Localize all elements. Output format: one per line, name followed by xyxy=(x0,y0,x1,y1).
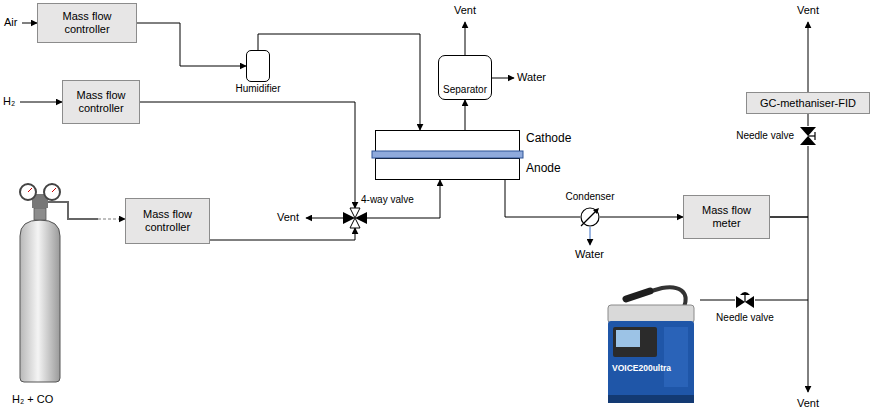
flow-label: Vent xyxy=(797,4,819,17)
node-text: Needle valve xyxy=(736,130,794,142)
fuel-cell-shape xyxy=(375,130,520,180)
needle-valve-symbol: Needle valve xyxy=(799,126,817,146)
sift-ms-instrument: VOICE200ultra xyxy=(588,283,700,408)
flow-label: Water xyxy=(517,71,546,84)
flow-connector xyxy=(700,300,735,301)
analyser-box: GC-methaniser-FID xyxy=(746,92,870,114)
flow-label: Water xyxy=(575,248,604,261)
needle-valve-shape xyxy=(735,291,755,309)
node-text: Mass flow controller xyxy=(67,89,135,114)
flow-connector xyxy=(210,228,355,240)
node-text: H₂ + CO xyxy=(12,393,53,406)
flow-connector xyxy=(808,114,809,126)
node-text: Cathode xyxy=(526,131,571,145)
flow-controller-box: Mass flow controller xyxy=(62,80,140,124)
node-text: Mass flow controller xyxy=(42,10,132,35)
flow-label: Air xyxy=(4,16,17,29)
flow-label: Vent xyxy=(277,211,299,224)
humidifier-vessel: Humidifier xyxy=(246,50,270,82)
four-way-valve-symbol: 4-way valve xyxy=(343,208,367,228)
flow-controller-box: Mass flow controller xyxy=(125,198,210,244)
flow-meter-box: Mass flow meter xyxy=(683,195,770,239)
air-inlet-arrow xyxy=(22,23,37,24)
node-text: VOICE200ultra xyxy=(612,363,671,373)
flow-connector xyxy=(137,23,246,66)
condenser-symbol: Condenser xyxy=(580,207,600,227)
needle-valve-shape xyxy=(799,126,817,146)
node-text: Needle valve xyxy=(716,312,774,324)
valve-vent-arrow xyxy=(306,218,343,219)
flow-connector xyxy=(770,146,808,217)
separator-water-arrow xyxy=(492,78,514,79)
needle-valve-symbol: Needle valve xyxy=(735,291,755,309)
flow-controller-box: Mass flow controller xyxy=(37,3,137,43)
gc-vent-arrow xyxy=(808,22,809,92)
flow-connector xyxy=(600,217,683,218)
fuel-cell: CathodeAnode xyxy=(375,130,520,180)
node-text: Mass flow controller xyxy=(130,208,205,233)
node-text: Anode xyxy=(526,161,561,175)
node-text: Separator xyxy=(443,84,487,96)
condenser-water-arrow xyxy=(590,227,591,245)
gas-cylinder: H₂ + CO xyxy=(8,180,98,408)
instrument-illustration xyxy=(588,283,700,408)
flow-connector xyxy=(98,219,125,220)
flow-label: H₂ xyxy=(3,95,15,108)
cylinder-illustration xyxy=(8,180,98,408)
node-text: GC-methaniser-FID xyxy=(760,97,856,110)
bottom-vent-arrow xyxy=(808,300,809,392)
node-text: Condenser xyxy=(566,191,615,203)
node-text: Mass flow meter xyxy=(688,204,765,229)
flow-connector xyxy=(465,100,466,130)
flow-connector xyxy=(258,34,420,130)
valve-shape xyxy=(343,208,367,228)
flow-label: Vent xyxy=(454,4,476,17)
separator-vent-arrow xyxy=(465,22,466,55)
flow-label: Vent xyxy=(797,397,819,410)
node-text: Humidifier xyxy=(235,83,280,95)
flow-connector xyxy=(140,102,355,208)
separator-vessel: Separator xyxy=(438,55,492,100)
node-text: 4-way valve xyxy=(361,194,414,206)
condenser-shape xyxy=(580,207,600,227)
hydrogen-inlet-arrow xyxy=(20,102,62,103)
